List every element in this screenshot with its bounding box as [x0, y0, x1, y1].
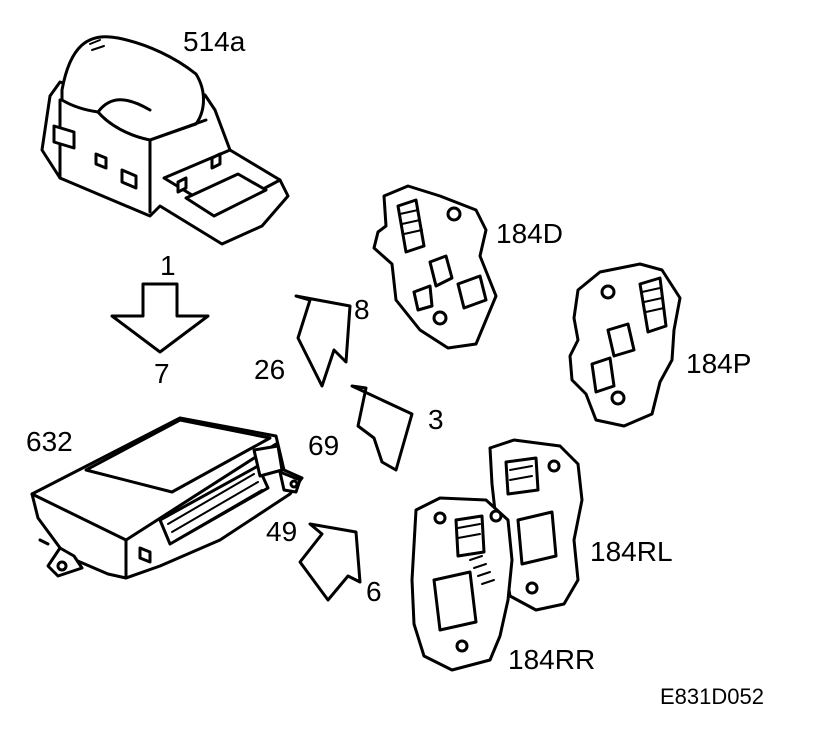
- label-184P: 184P: [686, 348, 752, 379]
- arrow-to-184D: [294, 294, 352, 388]
- control-module-632-drawing: [30, 416, 304, 580]
- label-pin-6: 6: [366, 576, 382, 607]
- label-pin-7: 7: [154, 358, 170, 389]
- label-pin-8: 8: [354, 294, 370, 325]
- label-pin-3: 3: [428, 404, 444, 435]
- label-pin-69: 69: [308, 430, 340, 461]
- label-184RL: 184RL: [590, 536, 673, 567]
- switch-514a-drawing: [40, 35, 290, 246]
- label-184D: 184D: [496, 218, 563, 249]
- door-module-184RL-drawing: [488, 438, 584, 612]
- label-184RR: 184RR: [508, 644, 596, 675]
- label-632: 632: [26, 426, 73, 457]
- door-module-184D-drawing: [372, 184, 498, 350]
- label-pin-1: 1: [160, 250, 176, 281]
- figure-code: E831D052: [660, 684, 764, 709]
- arrow-to-rear-modules: [298, 522, 362, 602]
- label-pin-26: 26: [254, 354, 286, 385]
- door-module-184RR-drawing: [410, 496, 514, 672]
- label-514a: 514a: [183, 26, 246, 57]
- label-pin-49: 49: [266, 516, 298, 547]
- arrow-down: [110, 282, 210, 354]
- door-module-184P-drawing: [568, 262, 682, 428]
- arrow-to-184P: [350, 384, 414, 472]
